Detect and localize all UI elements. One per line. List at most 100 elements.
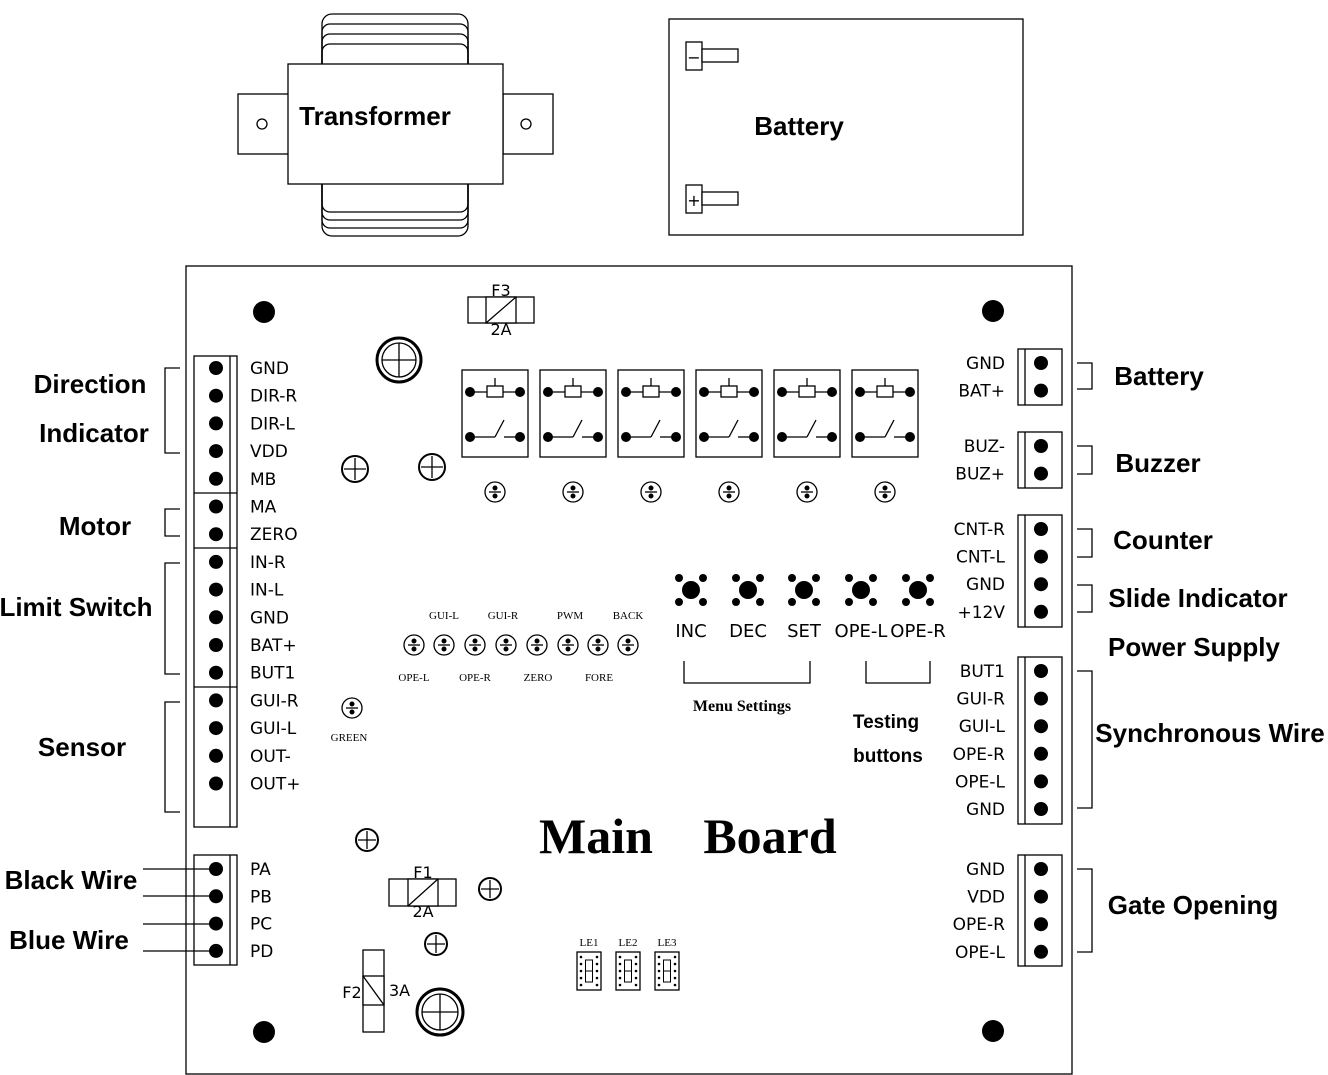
transformer: Transformer: [237, 13, 554, 237]
left-pin-label: GUI-R: [250, 691, 299, 711]
led-row: [403, 634, 639, 656]
status-led-pin: [565, 638, 571, 644]
relay-led-pin: [804, 485, 810, 491]
status-led-pin: [411, 646, 417, 652]
left-pin-label: IN-R: [250, 553, 286, 573]
terminal-pin-dot: [209, 665, 223, 680]
relay-switch: [650, 419, 661, 438]
relay: [617, 369, 685, 503]
relays: [461, 369, 919, 503]
status-led: [464, 634, 486, 656]
right-pin-label: +12V: [957, 603, 1005, 623]
left-label-blue-wire: Blue Wire: [9, 925, 129, 955]
terminal-pin-dot: [1034, 383, 1048, 398]
led-display-pin: [657, 969, 661, 973]
led-display-pin: [595, 955, 599, 959]
button-cap: [852, 581, 870, 599]
status-led: [526, 634, 548, 656]
status-led-pin: [534, 646, 540, 652]
left-label-motor: Motor: [59, 511, 131, 541]
button-cap: [682, 581, 700, 599]
led-display-pin: [595, 976, 599, 980]
relay: [461, 369, 529, 503]
right-pins: GNDBAT+BUZ-BUZ+CNT-RCNT-LGND+12VBUT1GUI-…: [953, 354, 1048, 963]
led-display-pin: [634, 955, 638, 959]
right-pin-label: VDD: [967, 888, 1005, 908]
led-label-fore: FORE: [585, 672, 613, 684]
right-pin-label: GND: [966, 800, 1005, 820]
relay-coil: [486, 385, 504, 398]
button-pin: [699, 574, 707, 582]
right-pin-label: GND: [966, 860, 1005, 880]
status-led-pin: [595, 638, 601, 644]
left-pin-label: VDD: [250, 442, 288, 462]
led-display-pin: [595, 969, 599, 973]
left-pins: GNDDIR-RDIR-LVDDMBMAZEROIN-RIN-LGNDBAT+B…: [209, 359, 300, 962]
led-display-pin: [595, 962, 599, 966]
left-pin-label: DIR-L: [250, 414, 295, 434]
terminal-pin-dot: [1034, 356, 1048, 370]
relay-led-pin: [882, 485, 888, 491]
terminal-pin-dot: [1034, 944, 1048, 959]
left-brackets: [164, 367, 180, 813]
green-led-label: GREEN: [331, 732, 368, 744]
terminal-pin-dot: [209, 638, 223, 652]
terminal-pin-dot: [209, 862, 223, 876]
left-pin-label: MB: [250, 470, 276, 490]
led-label-gui-r: GUI-R: [488, 610, 519, 622]
button-pin: [732, 574, 740, 582]
relay-switch: [806, 419, 817, 438]
led-label-zero: ZERO: [524, 672, 553, 684]
button-pin: [756, 598, 764, 606]
relay-coil: [720, 385, 738, 398]
led-display-label: LE1: [580, 937, 599, 949]
wire-lines: [143, 868, 210, 952]
right-pin-label: BUZ+: [955, 465, 1005, 485]
right-pin-label: GND: [966, 575, 1005, 595]
button-pin: [675, 574, 683, 582]
terminal-pin-dot: [1034, 746, 1048, 761]
status-led: [403, 634, 425, 656]
relay-coil: [798, 385, 816, 398]
status-led: [557, 634, 579, 656]
right-pin-label: BUT1: [960, 662, 1005, 682]
testing-buttons-bracket: [865, 661, 931, 684]
testing-label-line1: Testing: [853, 712, 919, 733]
fuse-f3: F3 2A: [467, 281, 535, 339]
menu-settings-bracket: [683, 661, 811, 684]
relay-coil: [642, 385, 660, 398]
terminal-pin-dot: [209, 388, 223, 403]
menu-settings-label: Menu Settings: [693, 698, 791, 715]
led-display-pin: [618, 983, 622, 987]
button-pin: [732, 598, 740, 606]
led-display-pin: [579, 962, 583, 966]
right-brackets: [1077, 362, 1093, 953]
relay: [695, 369, 763, 503]
left-label-sensor: Sensor: [38, 732, 126, 762]
status-led: [433, 634, 455, 656]
button-pin: [812, 598, 820, 606]
left-pin-label: GND: [250, 359, 289, 379]
battery-pack: − + Battery: [668, 18, 1024, 236]
terminal-pin-dot: [209, 582, 223, 597]
led-display: LE1: [576, 937, 602, 991]
fuse-f2-rating: 3A: [389, 981, 410, 1000]
relay-led: [562, 481, 584, 503]
left-label-limit-switch: Limit Switch: [0, 592, 153, 622]
battery-component-label: Battery: [754, 111, 844, 141]
right-pin-label: OPE-L: [955, 943, 1006, 963]
led-display-pin: [618, 962, 622, 966]
button-pin: [926, 574, 934, 582]
button-pin: [845, 574, 853, 582]
terminal-pin-dot: [209, 527, 223, 542]
relay-led-pin: [570, 485, 576, 491]
terminal-pin-dot: [209, 416, 223, 431]
terminal-pin-dot: [1034, 802, 1048, 816]
button-pin: [756, 574, 764, 582]
testing-label-line2: buttons: [853, 746, 923, 767]
right-pin-label: BAT+: [958, 382, 1005, 402]
relay-led: [718, 481, 740, 503]
right-label-slide-indicator: Slide Indicator: [1108, 583, 1287, 613]
terminal-pin-dot: [209, 889, 223, 904]
